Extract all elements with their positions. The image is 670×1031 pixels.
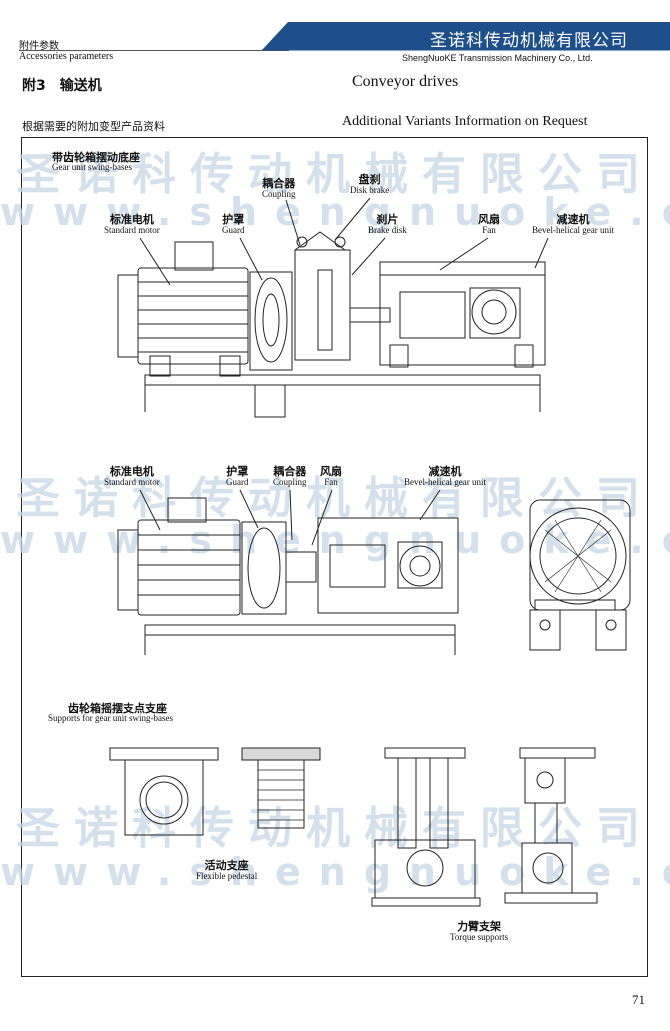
label-fan-2: 风扇 Fan [320,466,342,487]
label-en: Coupling [273,476,307,487]
label-zh: 耦合器 [273,465,307,478]
page-number: 71 [632,992,645,1007]
label-zh: 活动支座 [204,859,249,872]
label-fan-1: 风扇 Fan [478,214,500,235]
label-en: Disk brake [350,184,390,195]
content-frame [21,137,648,977]
label-en: Brake disk [368,224,407,235]
label-flexible-pedestal: 活动支座 Flexible pedestal [196,860,257,881]
label-en: Flexible pedestal [196,870,258,881]
label-zh: 标准电机 [109,213,154,226]
header-rule [19,50,289,51]
subtitle-en: Additional Variants Information on Reque… [342,114,588,129]
label-guard-1: 护罩 Guard [222,214,245,235]
label-en: Bevel-helical gear unit [532,224,614,235]
label-zh: 标准电机 [109,465,154,478]
company-name-cn: 圣诺科传动机械有限公司 [430,31,628,51]
label-torque-supports: 力臂支架 Torque supports [450,921,508,942]
label-en: Torque supports [450,931,509,942]
label-en: Bevel-helical gear unit [404,476,486,487]
label-disk-brake: 盘刹 Disk brake [350,174,389,195]
subtitle-cn: 根据需要的附加变型产品资料 [22,120,165,133]
company-name-en: ShengNuoKE Transmission Machinery Co., L… [402,53,593,63]
label-coupling-2: 耦合器 Coupling [273,466,307,487]
label-motor-1: 标准电机 Standard motor [104,214,160,235]
label-zh: 耦合器 [262,177,296,190]
header-bar [262,22,670,51]
label-zh: 风扇 [320,465,342,478]
label-en: Standard motor [104,476,160,487]
label-zh: 风扇 [478,213,500,226]
label-zh: 刹片 [376,213,399,226]
label-en: Fan [324,476,338,487]
header-section-en: Accessories parameters [19,51,114,62]
label-coupling-1: 耦合器 Coupling [262,178,296,199]
page-title-en: Conveyor drives [352,73,459,90]
label-en: Guard [226,476,249,487]
label-en: Fan [482,224,496,235]
label-brake-disk: 刹片 Brake disk [368,214,407,235]
label-motor-2: 标准电机 Standard motor [104,466,160,487]
section3-heading-en: Supports for gear unit swing-bases [48,713,173,723]
label-guard-2: 护罩 Guard [226,466,249,487]
label-zh: 护罩 [226,465,249,478]
label-zh: 减速机 [556,213,590,226]
page-title-cn: 附3 输送机 [22,78,102,94]
label-zh: 盘刹 [358,173,381,186]
header-section-cn: 附件参数 [19,41,59,52]
section3-heading-cn: 齿轮箱摇摆支点支座 [68,702,167,715]
label-zh: 护罩 [222,213,245,226]
label-en: Standard motor [104,224,160,235]
label-gear-unit-1: 减速机 Bevel-helical gear unit [532,214,614,235]
label-en: Guard [222,224,245,235]
section1-heading-en: Gear unit swing-bases [52,162,132,172]
label-gear-unit-2: 减速机 Bevel-helical gear unit [404,466,486,487]
label-zh: 力臂支架 [457,920,502,933]
label-zh: 减速机 [428,465,462,478]
label-en: Coupling [262,188,296,199]
section1-heading-cn: 带齿轮箱摆动底座 [52,151,140,164]
